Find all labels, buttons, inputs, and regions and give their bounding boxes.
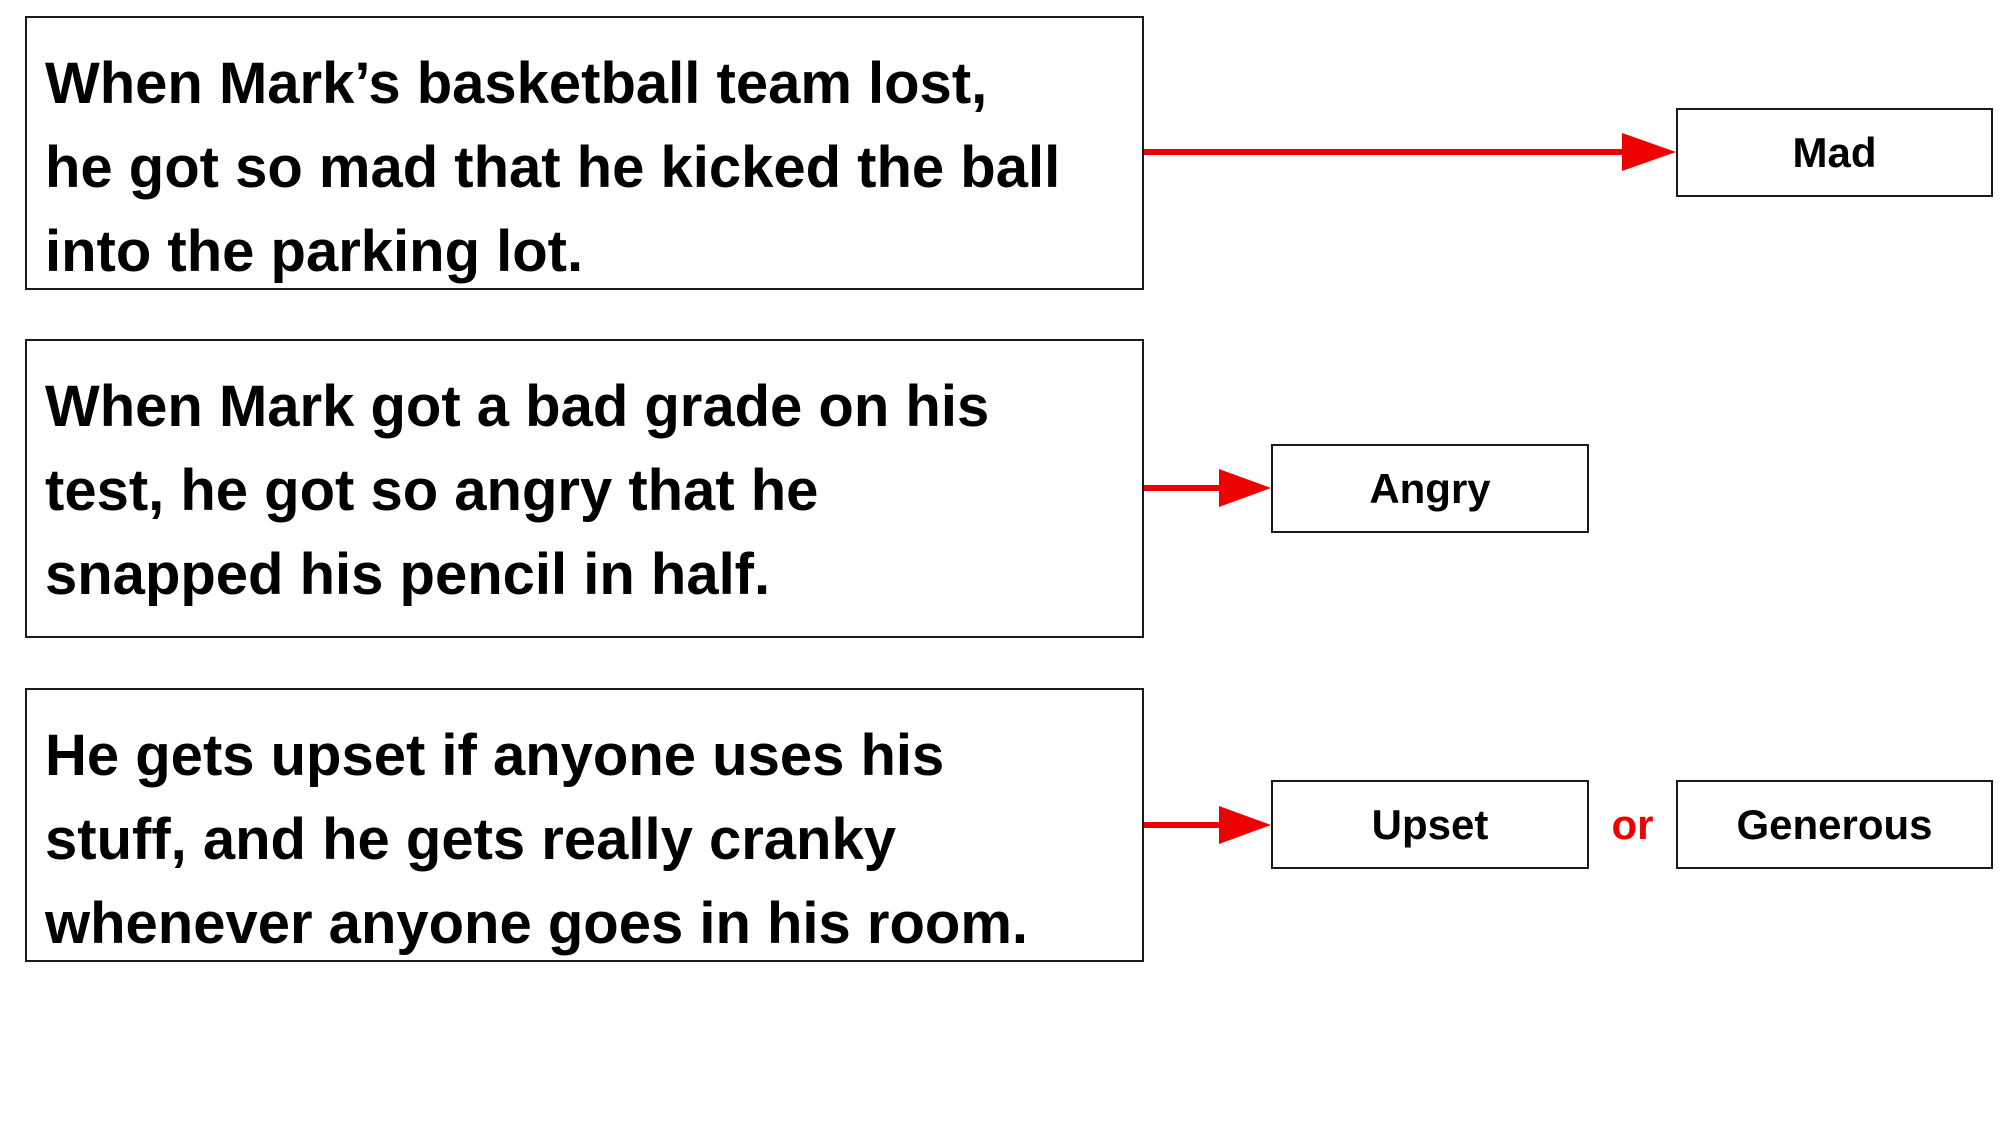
scenario-1-line-1: When Mark’s basketball team lost, xyxy=(45,51,988,116)
or-connector-text: or xyxy=(1611,800,1654,848)
scenario-1-line-2: he got so mad that he kicked the ball xyxy=(45,135,1061,200)
label-mad-text: Mad xyxy=(1792,128,1877,176)
arrow-1 xyxy=(1144,133,1676,171)
or-connector: or xyxy=(1589,780,1676,869)
label-box-upset: Upset xyxy=(1271,780,1589,869)
label-angry-text: Angry xyxy=(1369,464,1491,512)
label-box-mad: Mad xyxy=(1676,108,1993,197)
label-upset-text: Upset xyxy=(1371,800,1489,848)
scenario-box-3: He gets upset if anyone uses his stuff, … xyxy=(25,688,1144,962)
arrow-1-head xyxy=(1622,133,1676,171)
label-box-generous: Generous xyxy=(1676,780,1993,869)
scenario-3-line-3: whenever anyone goes in his room. xyxy=(45,891,1029,956)
scenario-box-1: When Mark’s basketball team lost, he got… xyxy=(25,16,1144,290)
arrow-3-head xyxy=(1219,806,1271,844)
scenario-2-line-3: snapped his pencil in half. xyxy=(45,542,771,607)
scenario-2-line-2: test, he got so angry that he xyxy=(45,458,819,523)
label-generous-text: Generous xyxy=(1736,800,1933,848)
scenario-box-2: When Mark got a bad grade on his test, h… xyxy=(25,339,1144,638)
arrow-2 xyxy=(1144,469,1271,507)
arrow-2-head xyxy=(1219,469,1271,507)
arrow-3 xyxy=(1144,806,1271,844)
scenario-3-line-1: He gets upset if anyone uses his xyxy=(45,723,945,788)
scenario-3-line-2: stuff, and he gets really cranky xyxy=(45,807,896,872)
label-box-angry: Angry xyxy=(1271,444,1589,533)
scenario-1-line-3: into the parking lot. xyxy=(45,219,584,284)
scenario-2-line-1: When Mark got a bad grade on his xyxy=(45,374,990,439)
